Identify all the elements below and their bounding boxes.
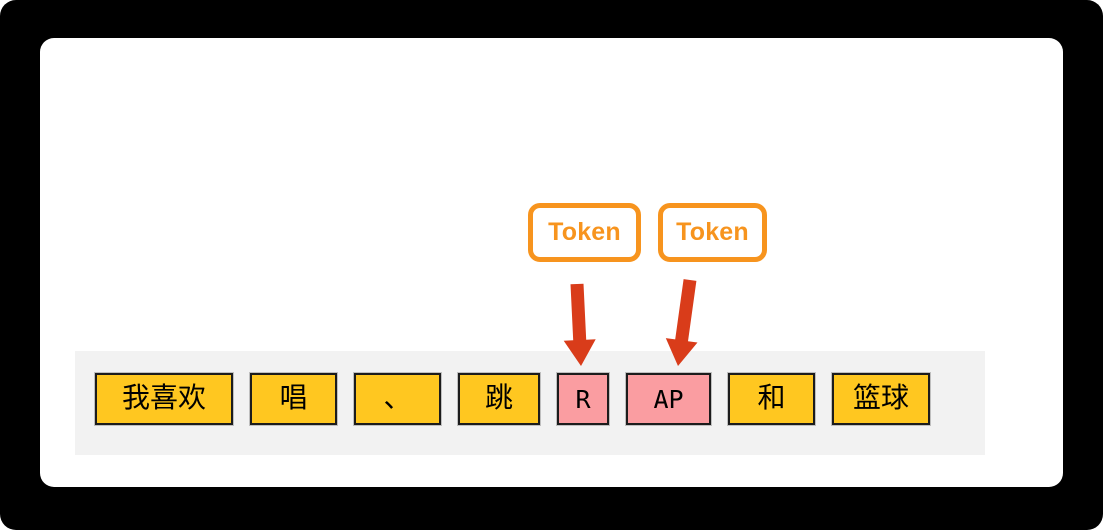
sentence-segment: 跳 (458, 373, 540, 425)
sentence-segment: 我喜欢 (95, 373, 233, 425)
sentence-segment: 和 (728, 373, 815, 425)
token-label: Token (658, 203, 767, 262)
sentence-segment: 篮球 (832, 373, 930, 425)
sentence-segment: AP (626, 373, 711, 425)
sentence-segment: 唱 (250, 373, 337, 425)
sentence-segment: R (557, 373, 609, 425)
token-label: Token (528, 203, 641, 262)
sentence-segment: 、 (354, 373, 441, 425)
